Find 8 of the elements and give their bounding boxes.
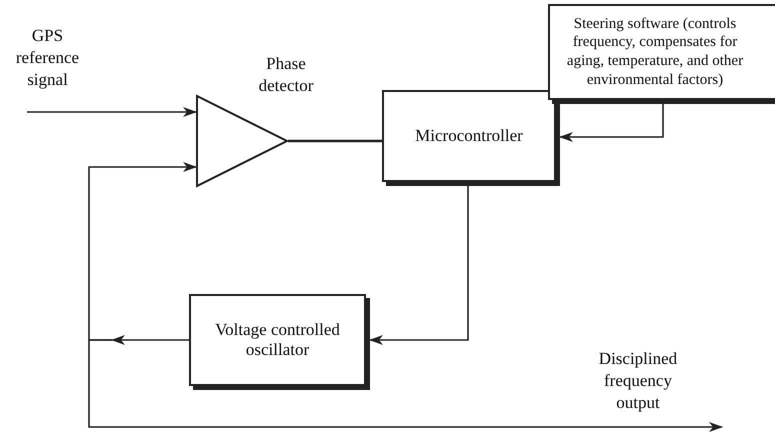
component-label: Phase detector bbox=[258, 52, 314, 97]
arrow bbox=[88, 162, 197, 341]
signal-label: Disciplined frequency output bbox=[598, 348, 678, 414]
arrow bbox=[27, 107, 197, 117]
arrow bbox=[88, 339, 723, 432]
arrow bbox=[111, 335, 189, 345]
arrow bbox=[369, 186, 469, 345]
signal-label: GPS reference signal bbox=[14, 25, 80, 92]
